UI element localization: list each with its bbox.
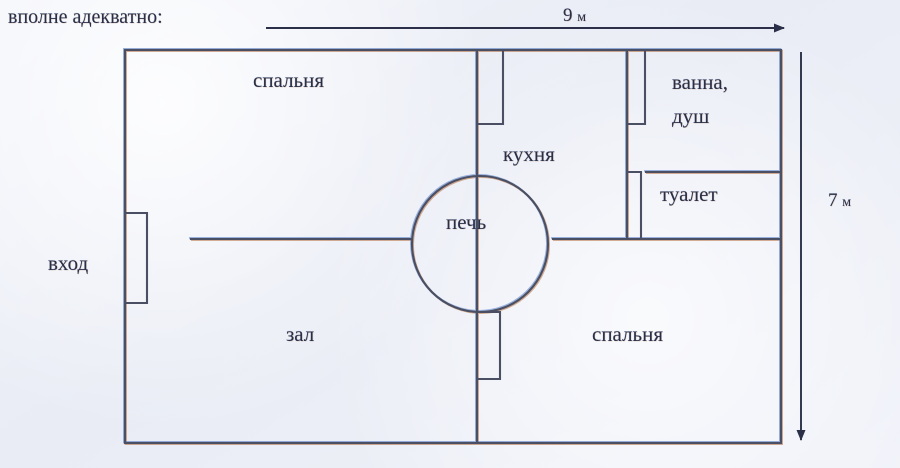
stove-outline: [410, 174, 550, 314]
room-label-kitchen: кухня: [503, 142, 555, 166]
door-entrance: [125, 211, 149, 305]
room-label-stove: печь: [446, 210, 487, 234]
height-dimension-value: 7: [828, 190, 838, 211]
dimension-lines: [266, 23, 806, 441]
room-label-toilet: туалет: [660, 182, 718, 206]
height-dimension-label: 7 м: [828, 190, 851, 212]
room-label-bathroom-line2: душ: [672, 104, 710, 128]
room-label-bedroom-bottom: спальня: [592, 322, 664, 346]
wall-linework: [123, 48, 783, 445]
page-caption: вполне адекватно:: [8, 6, 163, 28]
door-toilet: [627, 170, 643, 241]
door-kitchen-bathroom: [627, 48, 647, 126]
room-label-bathroom-line1: ванна,: [672, 70, 729, 94]
door-bedroom-kitchen: [477, 48, 505, 126]
width-dimension-value: 9: [563, 5, 573, 26]
height-dimension-unit: м: [842, 195, 852, 210]
room-label-hall: зал: [286, 322, 315, 346]
width-dimension-label: 9 м: [563, 5, 586, 27]
room-label-bedroom-top: спальня: [253, 68, 325, 92]
width-dimension-unit: м: [577, 10, 587, 25]
door-hall-bedroom: [477, 310, 502, 381]
outer-wall: [123, 48, 783, 445]
room-label-entrance: вход: [48, 251, 89, 275]
